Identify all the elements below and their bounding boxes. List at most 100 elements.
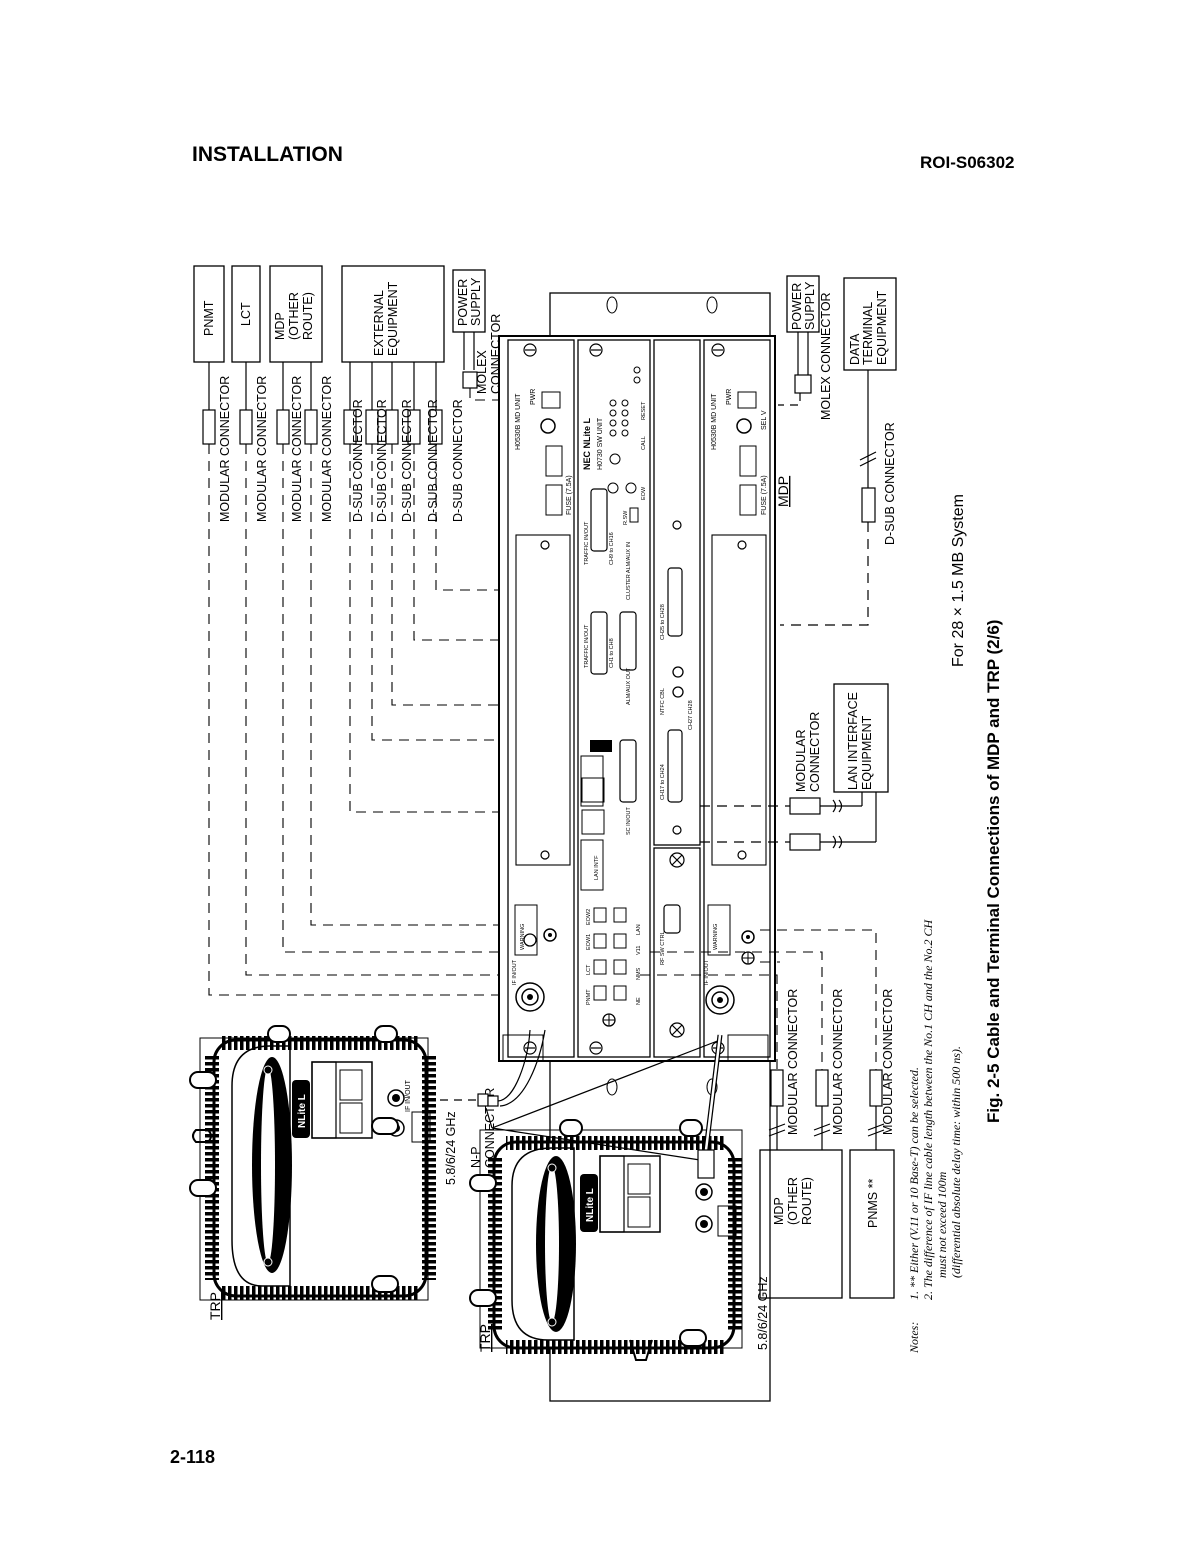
section-title: INSTALLATION — [192, 143, 343, 166]
svg-text:EQUIPMENT: EQUIPMENT — [860, 715, 874, 790]
mdp-other-route-box-bottom: MDP (OTHER ROUTE) — [759, 1149, 843, 1299]
svg-text:FUSE (7.5A): FUSE (7.5A) — [566, 475, 573, 515]
svg-text:CONNECTOR: CONNECTOR — [808, 712, 822, 792]
svg-text:NMS: NMS — [636, 967, 642, 980]
svg-text:PNMS **: PNMS ** — [866, 1179, 880, 1228]
power-supply-box-top: POWER SUPPLY — [452, 269, 486, 333]
svg-text:RF SW CTRL: RF SW CTRL — [660, 931, 666, 965]
svg-text:CH1 to CH8: CH1 to CH8 — [609, 638, 615, 668]
mdp-other-route-box-top: MDP (OTHER ROUTE) — [269, 265, 323, 363]
bottom-dashed-leads — [640, 929, 877, 1070]
trp-unit-1: NLite L IF IN/OUT — [189, 1025, 436, 1301]
svg-text:EXTERNAL: EXTERNAL — [372, 290, 386, 356]
svg-text:MODULAR CONNECTOR: MODULAR CONNECTOR — [831, 989, 845, 1135]
svg-text:SUPPLY: SUPPLY — [469, 277, 483, 326]
svg-text:MDP: MDP — [273, 312, 287, 340]
svg-text:H0730 SW UNIT: H0730 SW UNIT — [597, 417, 604, 470]
power-supply-box-right: POWER SUPPLY — [786, 275, 820, 333]
svg-text:NEC NLite L: NEC NLite L — [582, 417, 592, 470]
svg-text:SUPPLY: SUPPLY — [803, 281, 817, 330]
svg-text:EQUIPMENT: EQUIPMENT — [875, 290, 889, 365]
svg-text:MODULAR CONNECTOR: MODULAR CONNECTOR — [290, 376, 304, 522]
svg-text:(OTHER: (OTHER — [786, 1177, 800, 1225]
svg-text:LCT: LCT — [586, 964, 592, 975]
svg-text:CLUSTER ALM/AUX IN: CLUSTER ALM/AUX IN — [626, 542, 632, 600]
svg-text:FUSE (7.5A): FUSE (7.5A) — [761, 475, 768, 515]
svg-text:DATA: DATA — [848, 333, 862, 365]
molex-connector-label-right: MOLEX CONNECTOR — [819, 292, 833, 420]
svg-text:V11: V11 — [636, 946, 642, 955]
svg-text:D-SUB CONNECTOR: D-SUB CONNECTOR — [426, 399, 440, 522]
svg-text:POWER: POWER — [456, 279, 470, 326]
svg-text:RESET: RESET — [641, 401, 647, 420]
svg-text:NLite L: NLite L — [585, 1188, 596, 1222]
svg-text:2. The difference of IF line: 2. The difference of IF line cable lengt… — [921, 919, 935, 1300]
pnmt-box: PNMT — [193, 265, 225, 363]
svg-text:TRAFFIC IN/OUT: TRAFFIC IN/OUT — [584, 521, 590, 565]
svg-text:MOLEX: MOLEX — [475, 350, 489, 394]
top-connector-plugs — [202, 371, 478, 445]
svg-text:EOW1: EOW1 — [586, 934, 592, 950]
svg-text:POWER: POWER — [790, 283, 804, 330]
top-cables — [208, 332, 475, 410]
svg-text:PWR: PWR — [530, 389, 537, 405]
svg-text:LAN INTF: LAN INTF — [594, 855, 600, 880]
svg-text:TRAFFIC IN/OUT: TRAFFIC IN/OUT — [584, 624, 590, 668]
svg-text:(OTHER: (OTHER — [287, 292, 301, 340]
svg-text:CONNECTOR: CONNECTOR — [483, 1088, 497, 1168]
dsub-connector-label-right: D-SUB CONNECTOR — [883, 422, 897, 545]
figure-caption: Fig. 2-5 Cable and Terminal Connections … — [984, 620, 1003, 1123]
trp1-label: TRP — [207, 1292, 223, 1320]
svg-text:IF IN/OUT: IF IN/OUT — [512, 959, 518, 985]
svg-text:R.SW: R.SW — [623, 510, 629, 525]
svg-text:(differential absolute delay t: (differential absolute delay time: withi… — [949, 1046, 963, 1278]
svg-text:NLite L: NLite L — [297, 1094, 308, 1128]
svg-text:CH25 to CH28: CH25 to CH28 — [660, 604, 666, 640]
svg-text:D-SUB CONNECTOR: D-SUB CONNECTOR — [451, 399, 465, 522]
external-equipment-box: EXTERNAL EQUIPMENT — [341, 265, 445, 363]
lct-label: LCT — [239, 302, 253, 326]
page-number: 2-118 — [170, 1447, 216, 1467]
svg-text:CH17 to CH24: CH17 to CH24 — [660, 764, 666, 800]
document-id: ROI-S06302 — [920, 153, 1015, 172]
top-connector-labels: MODULAR CONNECTOR MODULAR CONNECTOR MODU… — [218, 314, 503, 522]
svg-text:ROUTE): ROUTE) — [800, 1177, 814, 1225]
svg-text:WARNING: WARNING — [520, 924, 526, 950]
pnmt-label: PNMT — [202, 300, 216, 336]
svg-text:LAN: LAN — [636, 924, 642, 935]
svg-text:D-SUB CONNECTOR: D-SUB CONNECTOR — [375, 399, 389, 522]
svg-text:TERMINAL: TERMINAL — [861, 302, 875, 365]
if-cables — [440, 1029, 723, 1179]
trp2-frequency: 5.8/6/24 GHz — [756, 1276, 770, 1350]
trp2-label: TRP — [477, 1324, 493, 1352]
trp1-frequency: 5.8/6/24 GHz — [444, 1111, 458, 1185]
data-terminal-equipment-box: DATA TERMINAL EQUIPMENT — [843, 277, 897, 371]
svg-text:EQUIPMENT: EQUIPMENT — [386, 281, 400, 356]
svg-text:SC IN/OUT: SC IN/OUT — [626, 807, 632, 835]
svg-text:PWR: PWR — [726, 389, 733, 405]
svg-text:EOW2: EOW2 — [586, 909, 592, 925]
svg-text:EOW: EOW — [641, 486, 647, 500]
svg-text:1. ** Either (V.11 or 10 Base: 1. ** Either (V.11 or 10 Base-T) can be … — [907, 1067, 921, 1300]
svg-text:MDP: MDP — [772, 1197, 786, 1225]
svg-text:MODULAR CONNECTOR: MODULAR CONNECTOR — [320, 376, 334, 522]
trp-unit-2: NLite L — [469, 1119, 743, 1361]
svg-text:H0530B MD UNIT: H0530B MD UNIT — [711, 393, 718, 450]
svg-text:Notes:: Notes: — [907, 1322, 921, 1354]
svg-text:H0530B MD UNIT: H0530B MD UNIT — [515, 393, 522, 450]
svg-text:WARNING: WARNING — [713, 924, 719, 950]
notes: Notes: 1. ** Either (V.11 or 10 Base-T) … — [907, 919, 963, 1354]
svg-text:NTFC CBL: NTFC CBL — [660, 688, 666, 715]
pnms-box: PNMS ** — [849, 1149, 895, 1299]
svg-text:N-P: N-P — [469, 1146, 483, 1168]
svg-text:NE: NE — [636, 997, 642, 1005]
svg-text:MODULAR CONNECTOR: MODULAR CONNECTOR — [786, 989, 800, 1135]
svg-text:LAN INTERFACE: LAN INTERFACE — [846, 692, 860, 790]
svg-text:SEL V: SEL V — [761, 410, 768, 430]
svg-text:CALL: CALL — [641, 436, 647, 450]
mdp-label: MDP — [775, 476, 791, 507]
svg-text:D-SUB CONNECTOR: D-SUB CONNECTOR — [351, 399, 365, 522]
svg-text:MODULAR CONNECTOR: MODULAR CONNECTOR — [255, 376, 269, 522]
svg-text:ALM/AUX OUT: ALM/AUX OUT — [626, 667, 632, 705]
